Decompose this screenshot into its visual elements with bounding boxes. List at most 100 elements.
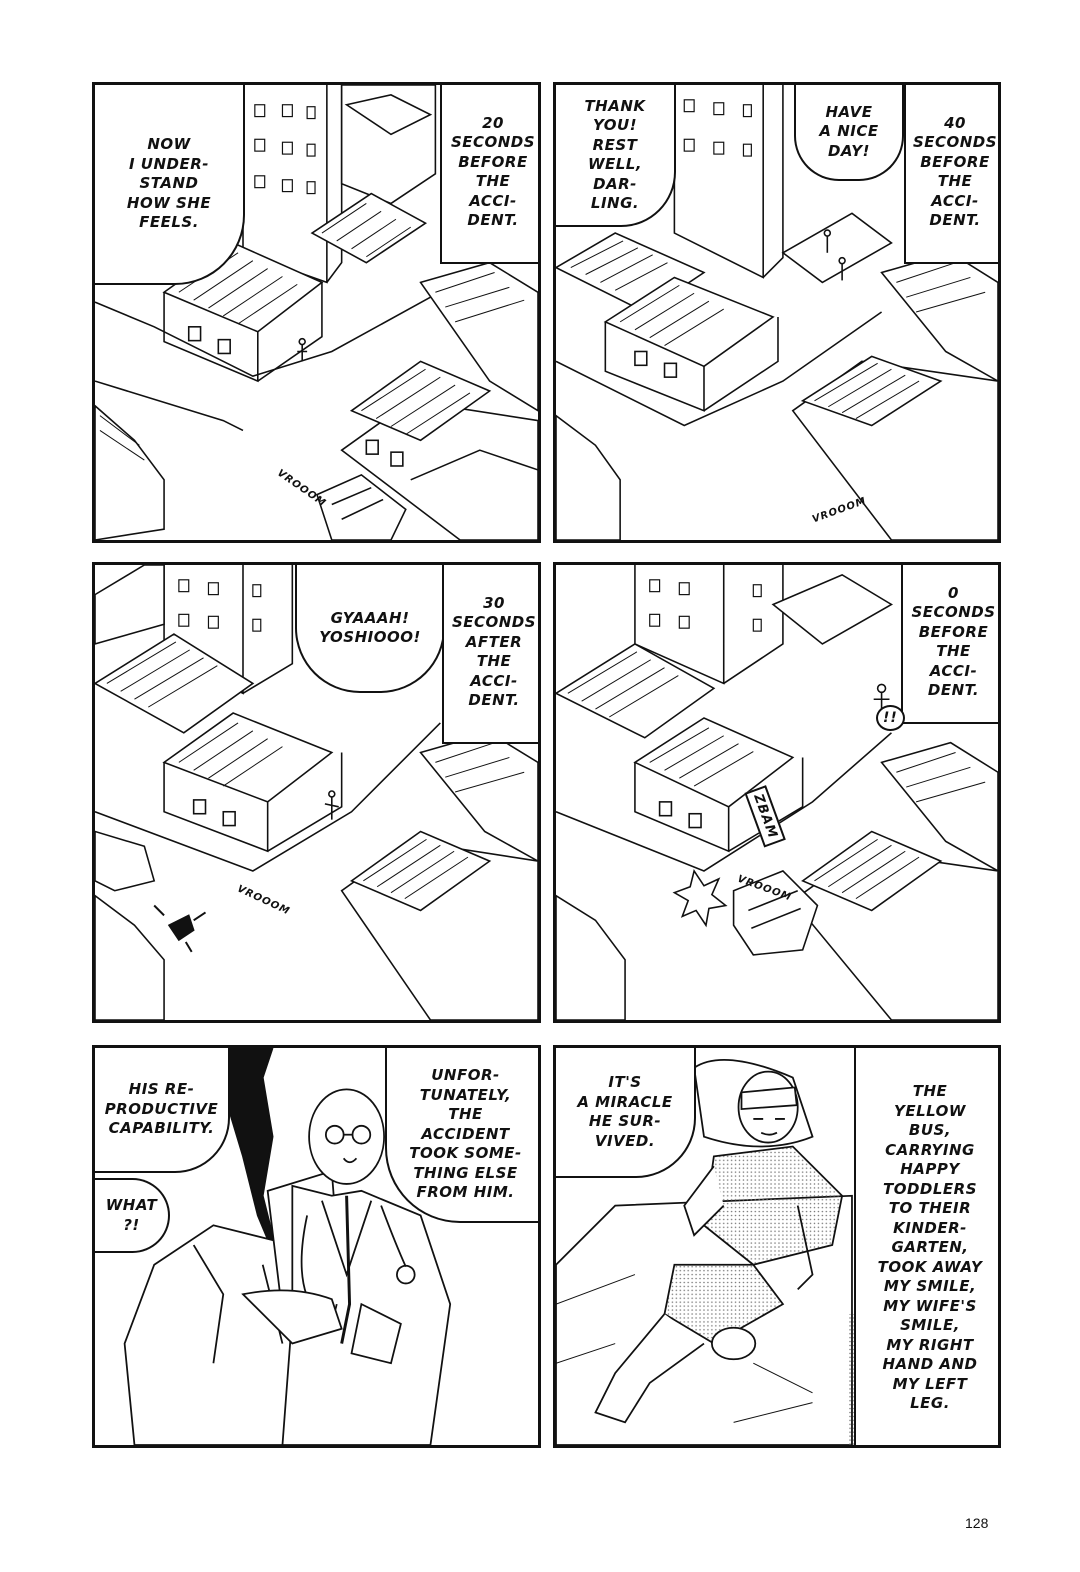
panel-4-exclaim-sfx: !! bbox=[876, 705, 905, 731]
text-line: TODDLERS bbox=[882, 1179, 978, 1198]
panel-2-artwork bbox=[556, 85, 998, 540]
text-line: ACCI- bbox=[470, 671, 518, 690]
text-line: SECONDS bbox=[912, 133, 998, 151]
text-line: MY WIFE'S bbox=[883, 1296, 977, 1315]
panel-2-caption-text: 40 SECONDS BEFORE THE ACCI- DENT. bbox=[913, 114, 997, 231]
text-line: 30 bbox=[483, 593, 505, 612]
text-line: DAR- bbox=[593, 174, 637, 193]
panel-5-bubble-b-text: UNFOR- TUNATELY, THE ACCIDENT TOOK SOME-… bbox=[409, 1066, 522, 1203]
panel-2-speech-bubble-a: THANK YOU! REST WELL, DAR- LING. bbox=[556, 85, 676, 227]
panel-3-bubble-text: GYAAAH! YOSHIOOO! bbox=[319, 609, 421, 648]
text-line: THE bbox=[936, 642, 971, 660]
panel-5-speech-bubble-c: WHAT ?! bbox=[95, 1178, 170, 1253]
text-line: A MIRACLE bbox=[577, 1092, 673, 1111]
text-line: YELLOW bbox=[893, 1101, 966, 1120]
page-number: 128 bbox=[965, 1515, 989, 1531]
text-line: YOU! bbox=[592, 116, 638, 134]
text-line: TO THEIR bbox=[888, 1199, 972, 1218]
text-line: ?! bbox=[123, 1215, 140, 1234]
text-line: I UNDER- bbox=[128, 154, 209, 173]
panel-4-caption-text: 0 SECONDS BEFORE THE ACCI- DENT. bbox=[911, 584, 995, 701]
panel-3-caption-text: 30 SECONDS AFTER THE ACCI- DENT. bbox=[452, 594, 536, 711]
panel-2-bubble-a-text: THANK YOU! REST WELL, DAR- LING. bbox=[584, 97, 645, 214]
panel-6-speech-bubble: IT'S A MIRACLE HE SUR- VIVED. bbox=[556, 1048, 696, 1178]
panel-5-speech-bubble-b: UNFOR- TUNATELY, THE ACCIDENT TOOK SOME-… bbox=[385, 1048, 538, 1223]
text-line: THING ELSE bbox=[413, 1163, 518, 1182]
text-line: CARRYING bbox=[885, 1140, 975, 1159]
text-line: BEFORE bbox=[918, 622, 989, 641]
text-line: SECONDS bbox=[911, 603, 996, 621]
panel-1-bubble-text: NOW I UNDER- STAND HOW SHE FEELS. bbox=[127, 135, 211, 233]
text-line: VIVED. bbox=[594, 1131, 656, 1150]
text-line: MY RIGHT bbox=[886, 1335, 974, 1354]
text-line: YOSHIOOO! bbox=[319, 628, 421, 646]
panel-1-caption-box: 20 SECONDS BEFORE THE ACCI- DENT. bbox=[440, 85, 538, 264]
text-line: LEG. bbox=[910, 1394, 950, 1413]
text-line: A NICE bbox=[819, 122, 879, 141]
panel-6: IT'S A MIRACLE HE SUR- VIVED. THE YELLOW… bbox=[553, 1045, 1001, 1448]
text-line: FEELS. bbox=[139, 213, 199, 232]
text-line: 40 bbox=[944, 113, 966, 132]
panel-2-speech-bubble-b: HAVE A NICE DAY! bbox=[794, 85, 904, 181]
text-line: THE bbox=[476, 652, 512, 670]
panel-5-bubble-c-text: WHAT ?! bbox=[106, 1196, 158, 1235]
text-line: ACCI- bbox=[929, 661, 978, 680]
text-line: UNFOR- bbox=[431, 1066, 500, 1085]
text-line: DENT. bbox=[929, 211, 981, 229]
text-line: THE bbox=[937, 172, 973, 190]
panel-5-bubble-a-text: HIS RE- PRODUCTIVE CAPABILITY. bbox=[105, 1080, 219, 1139]
text-line: KINDER- bbox=[893, 1218, 967, 1237]
text-line: HE SUR- bbox=[588, 1112, 662, 1130]
text-line: ACCI- bbox=[931, 191, 979, 210]
text-line: 20 bbox=[482, 113, 504, 132]
panel-3-speech-bubble: GYAAAH! YOSHIOOO! bbox=[295, 565, 445, 693]
text-line: NOW bbox=[147, 135, 191, 154]
panel-1: NOW I UNDER- STAND HOW SHE FEELS. 20 SEC… bbox=[92, 82, 541, 543]
text-line: ACCI- bbox=[469, 191, 517, 210]
text-line: WHAT bbox=[105, 1196, 158, 1214]
panel-2: THANK YOU! REST WELL, DAR- LING. HAVE A … bbox=[553, 82, 1001, 543]
text-line: DENT. bbox=[468, 691, 520, 709]
text-line: MY SMILE, bbox=[883, 1277, 977, 1296]
panel-4: 0 SECONDS BEFORE THE ACCI- DENT. !! ZBAM… bbox=[553, 562, 1001, 1023]
text-line: HIS RE- bbox=[128, 1080, 195, 1099]
panel-3-artwork bbox=[95, 565, 538, 1020]
text-line: DENT. bbox=[927, 681, 980, 699]
text-line: SECONDS bbox=[450, 133, 536, 151]
text-line: MY LEFT bbox=[892, 1374, 968, 1393]
text-line: THE bbox=[475, 172, 511, 190]
panel-6-caption-text: THE YELLOW BUS, CARRYING HAPPY TODDLERS … bbox=[878, 1082, 983, 1414]
text-line: THANK bbox=[584, 96, 646, 115]
panel-5-speech-bubble-a: HIS RE- PRODUCTIVE CAPABILITY. bbox=[95, 1048, 230, 1173]
text-line: STAND bbox=[139, 174, 199, 193]
text-line: LING. bbox=[590, 194, 640, 212]
text-line: THE bbox=[448, 1105, 483, 1124]
text-line: SMILE, bbox=[900, 1316, 960, 1335]
panel-6-caption-box: THE YELLOW BUS, CARRYING HAPPY TODDLERS … bbox=[854, 1048, 998, 1445]
text-line: THE bbox=[912, 1082, 948, 1101]
text-line: TOOK SOME- bbox=[409, 1144, 522, 1163]
text-line: GYAAAH! bbox=[330, 608, 410, 627]
text-line: REST bbox=[592, 135, 638, 154]
text-line: WELL, bbox=[587, 155, 643, 173]
text-line: IT'S bbox=[608, 1073, 642, 1091]
text-line: AFTER bbox=[465, 632, 523, 651]
text-line: 0 bbox=[948, 583, 959, 602]
text-line: GARTEN, bbox=[891, 1238, 969, 1257]
panel-3-caption-box: 30 SECONDS AFTER THE ACCI- DENT. bbox=[442, 565, 538, 744]
text-line: HAVE bbox=[825, 102, 873, 121]
text-line: BEFORE bbox=[458, 152, 528, 171]
text-line: HAPPY bbox=[900, 1160, 960, 1179]
text-line: TUNATELY, bbox=[419, 1085, 512, 1104]
panel-5-artwork bbox=[123, 1048, 452, 1445]
text-line: BUS, bbox=[908, 1121, 952, 1140]
panel-1-caption-text: 20 SECONDS BEFORE THE ACCI- DENT. bbox=[451, 114, 535, 231]
text-line: HOW SHE bbox=[126, 193, 212, 212]
text-line: CAPABILITY. bbox=[108, 1119, 215, 1138]
panel-4-artwork bbox=[556, 565, 998, 1020]
text-line: FROM HIM. bbox=[416, 1183, 515, 1202]
panel-1-speech-bubble: NOW I UNDER- STAND HOW SHE FEELS. bbox=[95, 85, 245, 285]
text-line: DENT. bbox=[467, 211, 519, 229]
text-line: ACCIDENT bbox=[421, 1124, 510, 1143]
panel-4-caption-box: 0 SECONDS BEFORE THE ACCI- DENT. bbox=[901, 565, 998, 724]
